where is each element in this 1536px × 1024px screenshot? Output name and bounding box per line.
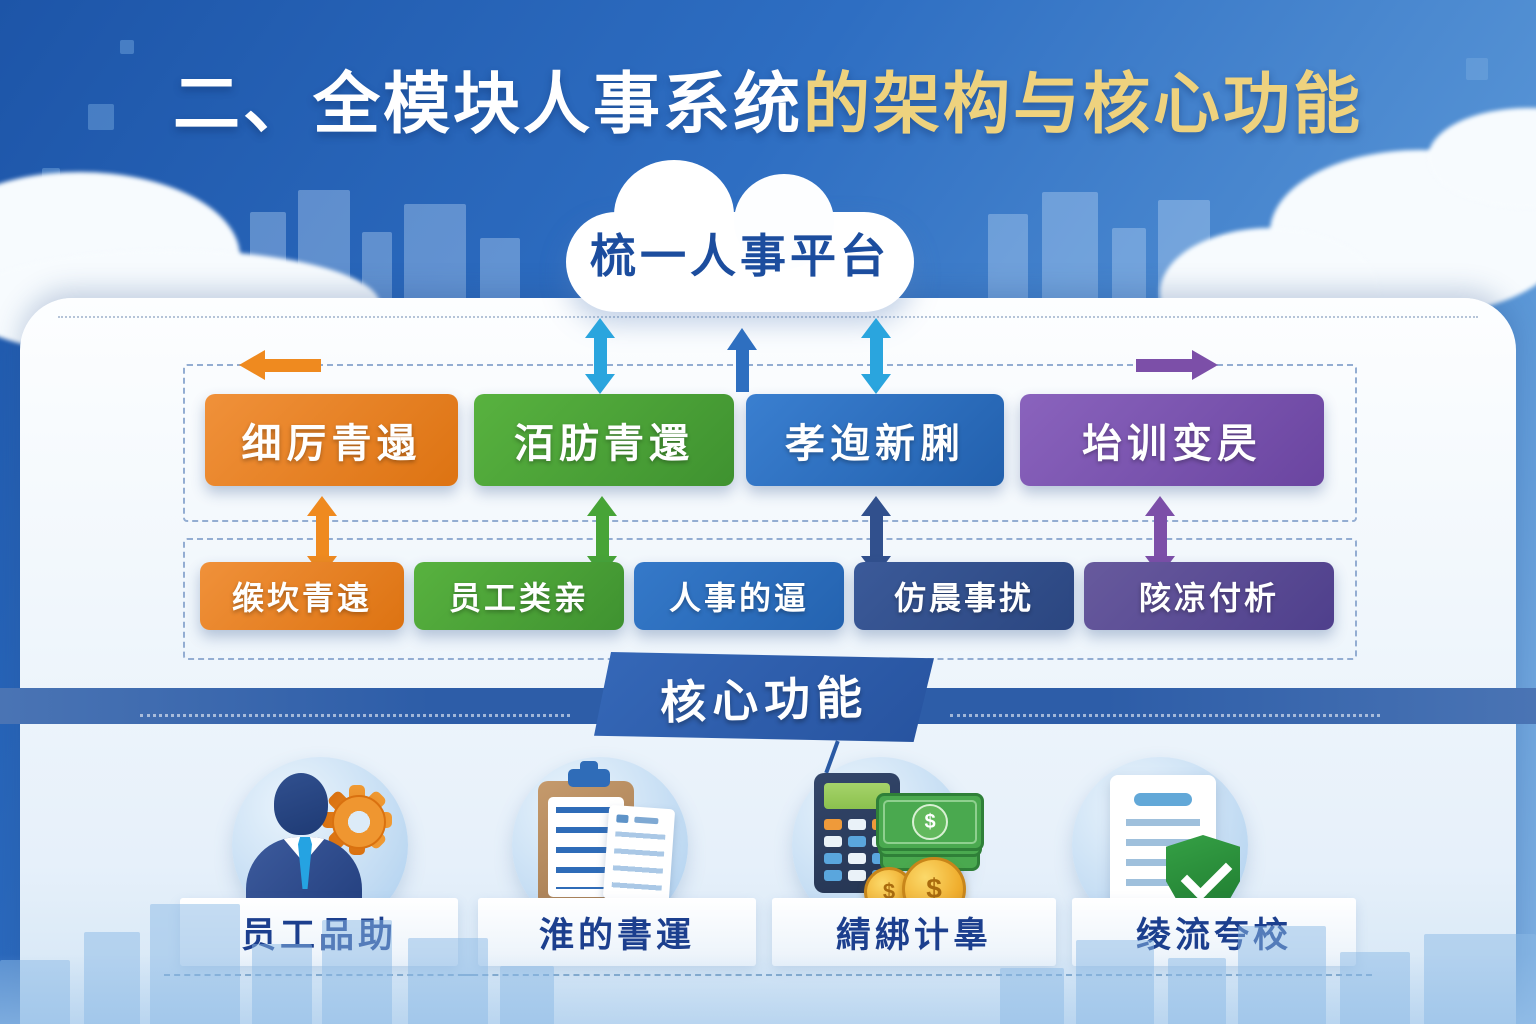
arrow-up-blue-icon bbox=[727, 328, 757, 392]
building-silhouette bbox=[1112, 228, 1146, 308]
module-box-row1-3: 孝迿新脷 bbox=[746, 394, 1004, 486]
module-box-row2-5: 陔凉付析 bbox=[1084, 562, 1334, 630]
module-box-row2-3: 人事的逼 bbox=[634, 562, 844, 630]
building-silhouette bbox=[1076, 940, 1154, 1024]
checkmark-icon bbox=[1180, 849, 1233, 901]
feature-label-text: 淮的書運 bbox=[538, 915, 695, 955]
building-silhouette bbox=[988, 214, 1028, 308]
pixel-decoration bbox=[88, 104, 114, 130]
module-box-row2-1: 缑坎青遠 bbox=[200, 562, 404, 630]
document-header-line bbox=[1134, 793, 1192, 806]
building-silhouette bbox=[408, 938, 488, 1024]
pixel-decoration bbox=[120, 40, 134, 54]
module-label: 孝迿新脷 bbox=[785, 422, 965, 466]
dollar-sign: $ bbox=[926, 873, 942, 904]
arrow-left-orange-icon bbox=[239, 350, 321, 380]
platform-cloud-label: 梳一人事平台 bbox=[590, 230, 890, 282]
building-silhouette bbox=[1042, 192, 1098, 308]
module-label: 缑坎青遠 bbox=[231, 580, 372, 616]
module-label: 人事的逼 bbox=[668, 580, 809, 616]
banknote-icon: $ bbox=[876, 793, 984, 851]
module-box-row1-4: 坮训变昃 bbox=[1020, 394, 1324, 486]
ribbon-dotted-line bbox=[140, 714, 570, 717]
building-silhouette bbox=[84, 932, 140, 1024]
arrow-updown-cyan-icon bbox=[585, 318, 615, 394]
module-label: 仿晨事扰 bbox=[893, 580, 1034, 616]
arrow-right-purple-icon bbox=[1136, 350, 1218, 380]
module-box-row1-2: 洦肪青還 bbox=[474, 394, 734, 486]
building-silhouette bbox=[252, 944, 312, 1024]
module-label: 细厉青遢 bbox=[241, 422, 422, 466]
dotted-divider bbox=[58, 316, 1478, 318]
module-box-row1-1: 细厉青遢 bbox=[205, 394, 458, 486]
dollar-sign: $ bbox=[882, 879, 896, 904]
ribbon-dotted-line bbox=[950, 714, 1380, 717]
page-title: 二、全模块人事系统的架构与核心功能 bbox=[0, 52, 1536, 157]
module-box-row2-4: 仿晨事扰 bbox=[854, 562, 1074, 630]
banner-label: 核心功能 bbox=[659, 671, 869, 729]
building-silhouette bbox=[500, 966, 554, 1024]
building-silhouette bbox=[1000, 968, 1064, 1024]
pixel-decoration bbox=[1466, 58, 1488, 80]
module-label: 陔凉付析 bbox=[1138, 580, 1279, 616]
building-silhouette bbox=[1168, 958, 1226, 1024]
feature-label-text: 綪綁计辠 bbox=[835, 915, 992, 955]
text-lines bbox=[611, 831, 666, 895]
module-row1-container bbox=[183, 364, 1357, 522]
dollar-sign: $ bbox=[912, 804, 948, 840]
building-silhouette bbox=[322, 920, 392, 1024]
title-white-part: 二、全模块人事系统 bbox=[173, 67, 803, 142]
core-functions-banner: 核心功能 bbox=[594, 652, 934, 742]
module-label: 洦肪青還 bbox=[514, 422, 694, 466]
arrow-updown-cyan-icon bbox=[861, 318, 891, 394]
building-silhouette bbox=[1424, 934, 1536, 1024]
title-gold-part: 的架构与核心功能 bbox=[803, 67, 1363, 142]
module-box-row2-2: 员工类亲 bbox=[414, 562, 624, 630]
person-gear-icon bbox=[274, 773, 328, 835]
building-silhouette bbox=[404, 204, 466, 308]
document-icon bbox=[602, 804, 676, 904]
building-silhouette bbox=[0, 960, 70, 1024]
gear-icon bbox=[320, 783, 394, 857]
platform-cloud: 梳一人事平台 bbox=[566, 160, 914, 312]
clipboard-clip bbox=[568, 761, 610, 787]
building-silhouette bbox=[1340, 952, 1410, 1024]
building-silhouette bbox=[1238, 926, 1326, 1024]
building-silhouette bbox=[480, 238, 520, 308]
building-silhouette bbox=[150, 904, 240, 1024]
tie-icon bbox=[298, 837, 312, 889]
module-label: 员工类亲 bbox=[448, 580, 589, 616]
module-label: 坮训变昃 bbox=[1082, 422, 1262, 466]
